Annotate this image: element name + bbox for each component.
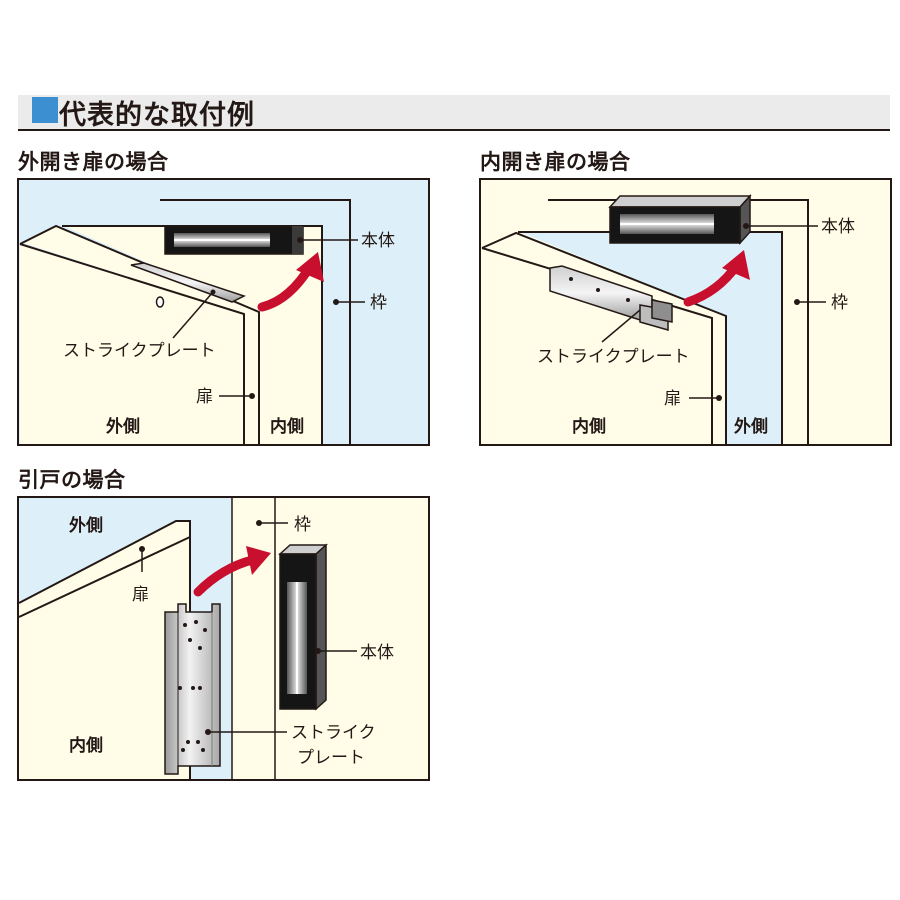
inward-diagram: 本体 枠 ストライクプレート 扉 内側 外側	[479, 178, 892, 446]
inward-door-label: 扉	[664, 389, 681, 409]
outward-strike-leader	[172, 291, 214, 339]
inward-door-edge	[481, 231, 727, 444]
outward-title: 外開き扉の場合	[18, 150, 169, 174]
sliding-outside-area	[19, 498, 232, 779]
sliding-door-inner-edge	[18, 536, 191, 618]
inward-body-label: 本体	[821, 217, 855, 237]
sliding-frame-label: 枠	[294, 515, 311, 535]
outward-door-label: 扉	[196, 387, 213, 407]
outward-inside-area	[64, 226, 322, 444]
outward-outside-label: 外側	[106, 416, 140, 437]
outward-frame-inner-line	[62, 225, 323, 444]
outward-door-outline	[19, 243, 245, 444]
inward-strike-label: ストライクプレート	[537, 347, 690, 367]
outward-door-face	[20, 244, 244, 444]
sliding-door-label: 扉	[132, 585, 149, 605]
header-square-marker	[32, 97, 58, 123]
inward-door-face	[482, 248, 712, 444]
outward-strike-plate	[130, 262, 246, 303]
inward-strike-leader	[601, 309, 641, 343]
outward-lock-body	[164, 225, 304, 255]
outward-diagram: 本体 枠 ストライクプレート 扉 外側 内側	[17, 178, 430, 446]
inward-outside-label: 外側	[734, 416, 768, 437]
outward-body-label: 本体	[361, 231, 395, 251]
sliding-outside-label: 外側	[69, 515, 103, 536]
inward-frame-inner-line	[518, 231, 783, 444]
sliding-inside-label: 内側	[69, 735, 103, 756]
sliding-door-top	[19, 521, 190, 617]
outward-arrow-head	[296, 252, 324, 282]
sliding-body-label: 本体	[360, 643, 394, 663]
section-header: 代表的な取付例	[18, 95, 890, 131]
inward-door-top	[482, 233, 726, 444]
inward-frame-label: 枠	[831, 293, 848, 313]
inward-inside-label: 内側	[572, 416, 606, 437]
sliding-title: 引戸の場合	[18, 468, 126, 492]
sliding-arrow-head	[246, 546, 271, 575]
outward-door-hole	[155, 296, 165, 308]
sliding-strike-label-2: プレート	[297, 748, 365, 768]
inward-strike-plate	[549, 265, 673, 331]
sliding-strike-plate	[164, 603, 221, 775]
inward-arrow-head	[722, 250, 750, 280]
outward-inside-label: 内側	[270, 416, 304, 437]
sliding-lock-body	[278, 543, 328, 711]
sliding-arrow	[193, 555, 257, 597]
inward-title: 内開き扉の場合	[480, 150, 631, 174]
sliding-diagram: 外側 扉 枠 本体 ストライク プレート 内側	[17, 496, 430, 781]
inward-lock-body	[608, 194, 752, 245]
header-title: 代表的な取付例	[59, 100, 255, 131]
outward-frame-label: 枠	[370, 293, 387, 313]
sliding-strike-label-1: ストライク	[291, 723, 376, 743]
sliding-door-face	[19, 521, 190, 779]
outward-strike-label: ストライクプレート	[63, 341, 216, 361]
outward-frame-outer-line	[160, 199, 351, 444]
